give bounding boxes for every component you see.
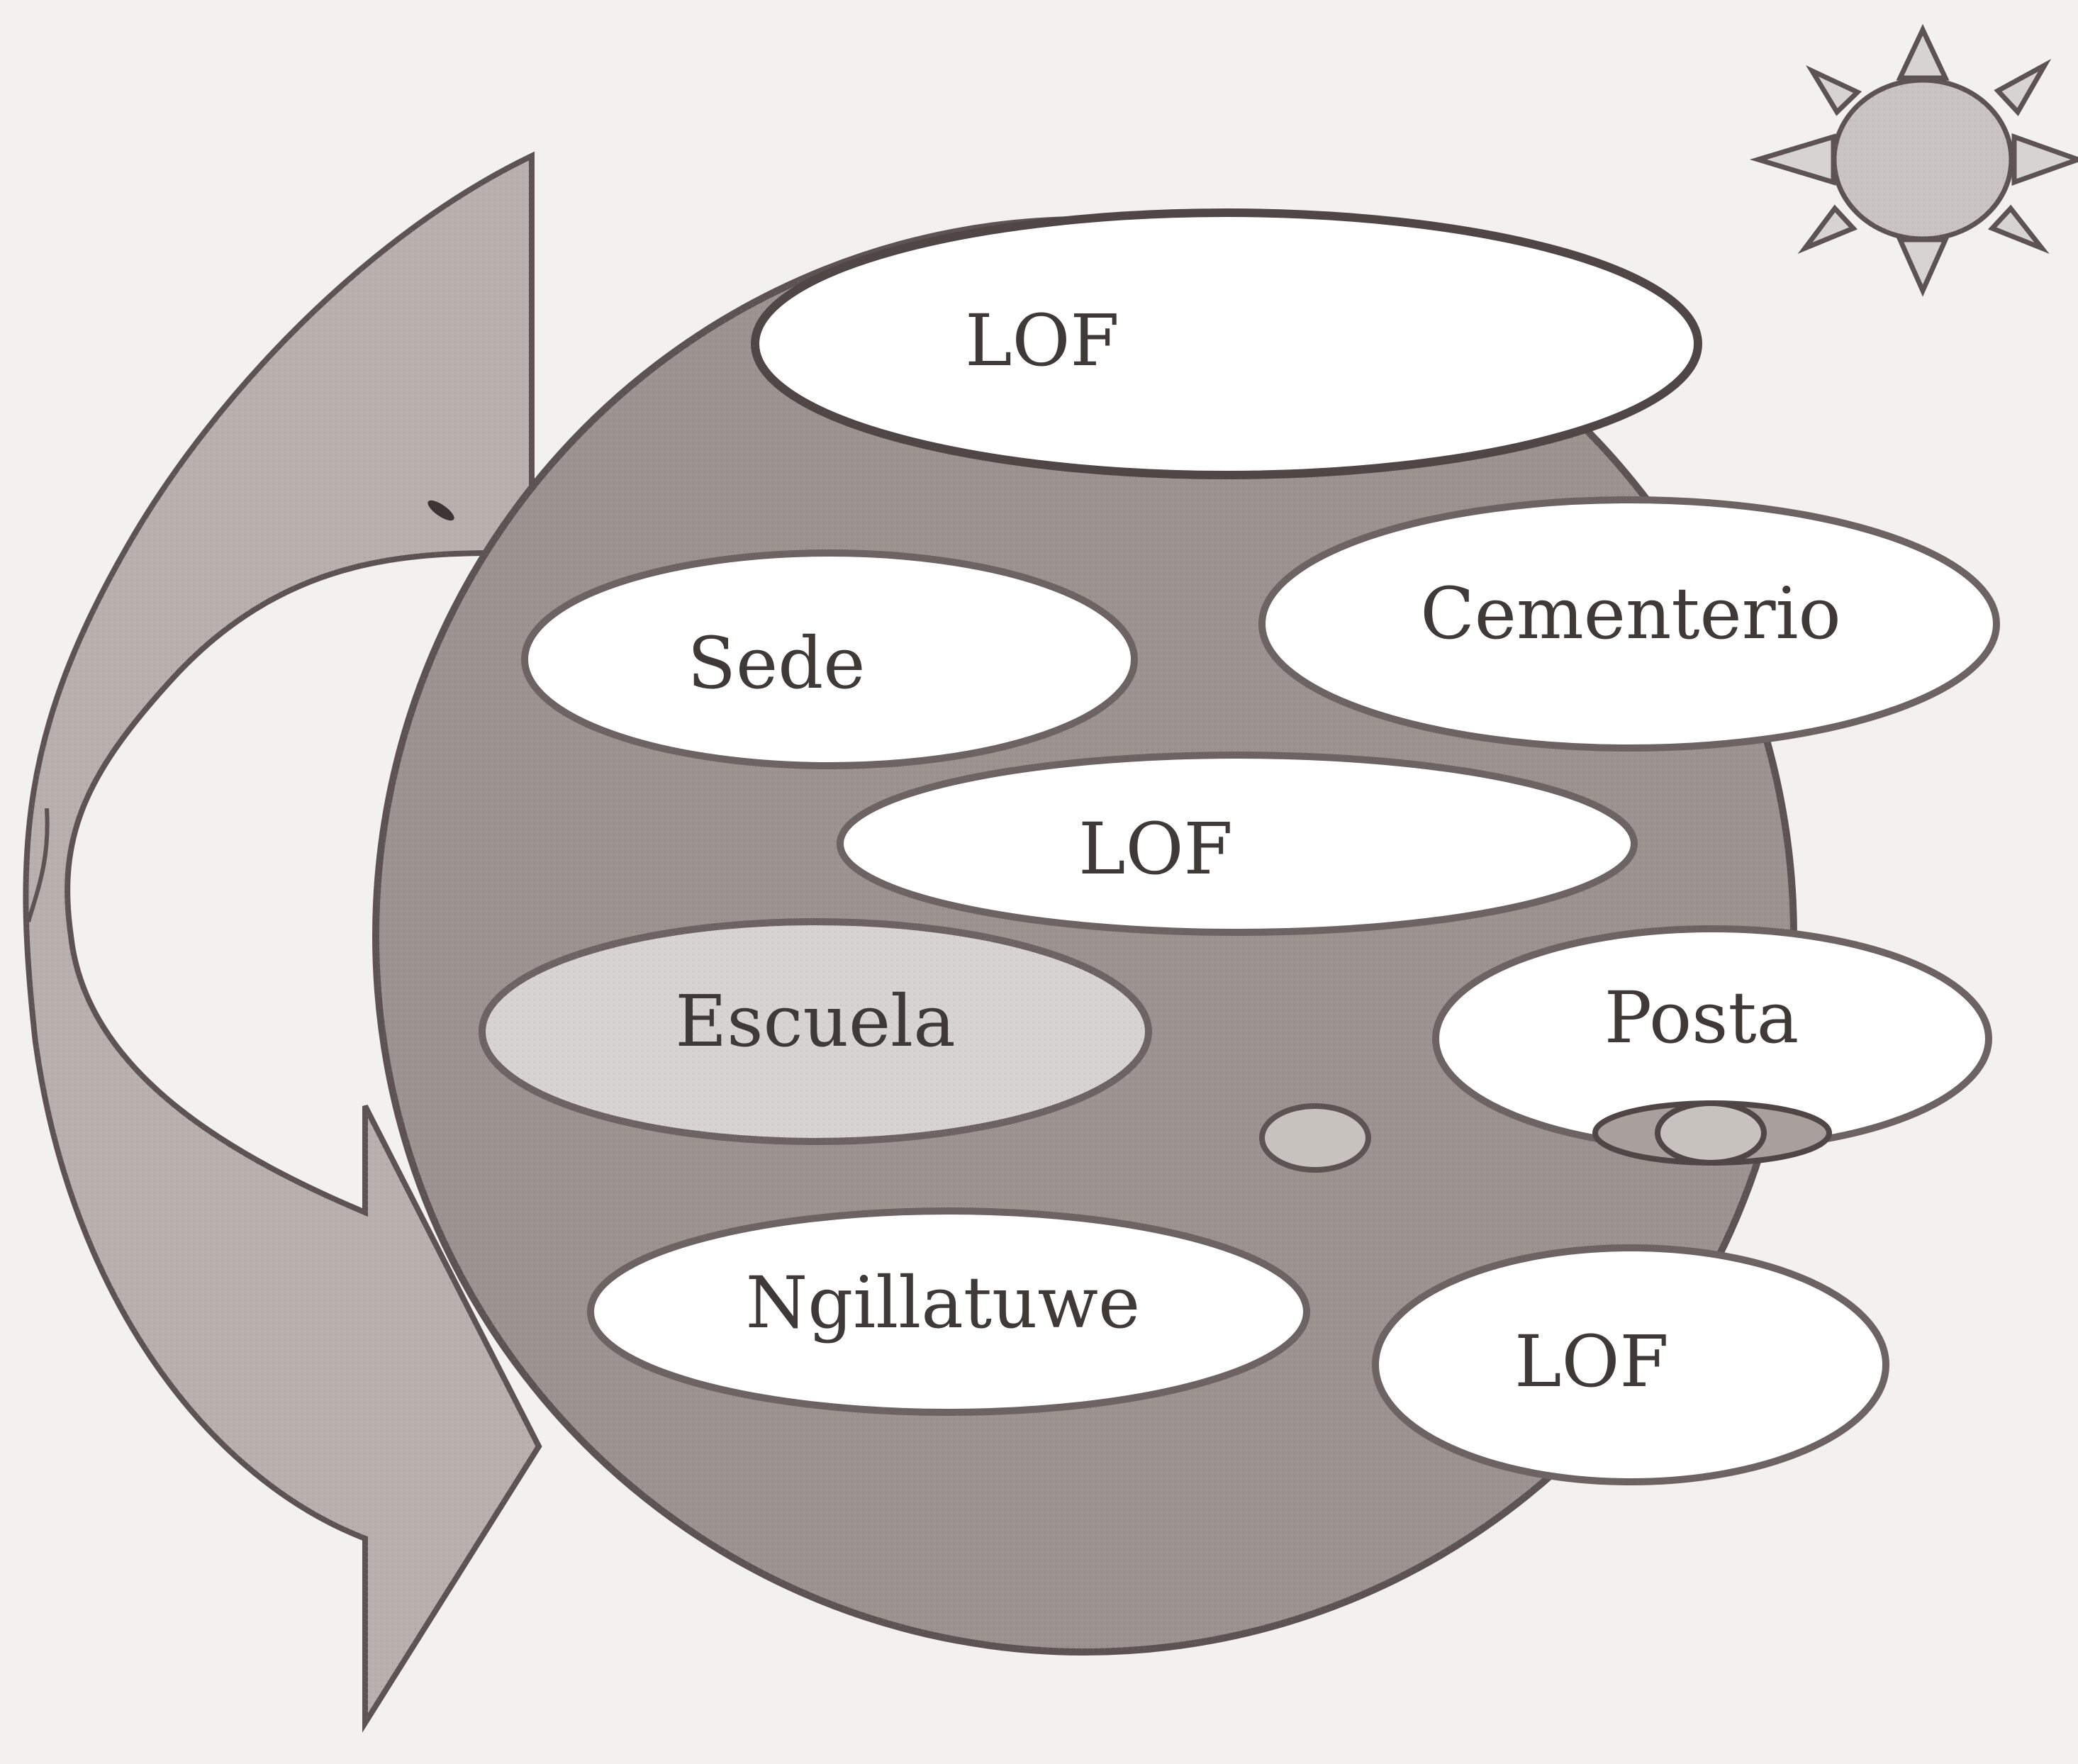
arrow-mark <box>428 500 454 521</box>
sun-ray-bottom-right <box>1987 204 2050 255</box>
sun-ray-top-left <box>1806 65 1862 116</box>
lof-top-shape <box>751 208 1702 479</box>
region-sede[interactable]: Sede <box>521 549 1138 769</box>
posta-label: Posta <box>1604 976 1799 1059</box>
cementerio-shape <box>1258 496 2000 752</box>
region-lof-top[interactable]: LOF <box>751 208 1702 479</box>
lof-bottom-label: LOF <box>1514 1320 1669 1403</box>
lof-bottom-shape <box>1372 1244 1889 1485</box>
sede-label: Sede <box>688 622 866 705</box>
sun-ray-bottom-left <box>1797 204 1858 255</box>
arrow-fold-line <box>26 808 50 922</box>
escuela-label: Escuela <box>675 980 956 1063</box>
cementerio-label: Cementerio <box>1420 572 1840 655</box>
circular-arrow-icon <box>23 151 542 1733</box>
sun-ray-right <box>2011 133 2078 186</box>
region-cementerio[interactable]: Cementerio <box>1258 496 2000 752</box>
small-site-marker <box>1259 1103 1371 1173</box>
sede-shape <box>521 549 1138 769</box>
arrow-texture <box>26 156 539 1723</box>
region-ngillatuwe[interactable]: Ngillatuwe <box>587 1207 1310 1416</box>
sun-icon <box>1749 23 2078 297</box>
escuela-texture <box>482 922 1149 1141</box>
ngillatuwe-label: Ngillatuwe <box>746 1261 1140 1344</box>
sun-ray-top-right <box>1994 58 2052 116</box>
region-escuela[interactable]: Escuela <box>479 918 1152 1145</box>
lof-middle-label: LOF <box>1078 808 1233 891</box>
sun-ray-top <box>1896 23 1950 81</box>
region-lof-bottom[interactable]: LOF <box>1372 1244 1889 1485</box>
sun-ray-left <box>1749 133 1836 186</box>
lof-middle-shape <box>837 752 1638 936</box>
sun-ray-bottom <box>1896 237 1950 297</box>
lof-top-label: LOF <box>965 299 1119 382</box>
region-posta[interactable]: Posta <box>1432 925 1992 1166</box>
sun-texture <box>1834 80 2011 239</box>
region-lof-middle[interactable]: LOF <box>837 752 1638 936</box>
ngillatuwe-shape <box>587 1207 1310 1416</box>
posta-inner-mark <box>1655 1100 1767 1166</box>
